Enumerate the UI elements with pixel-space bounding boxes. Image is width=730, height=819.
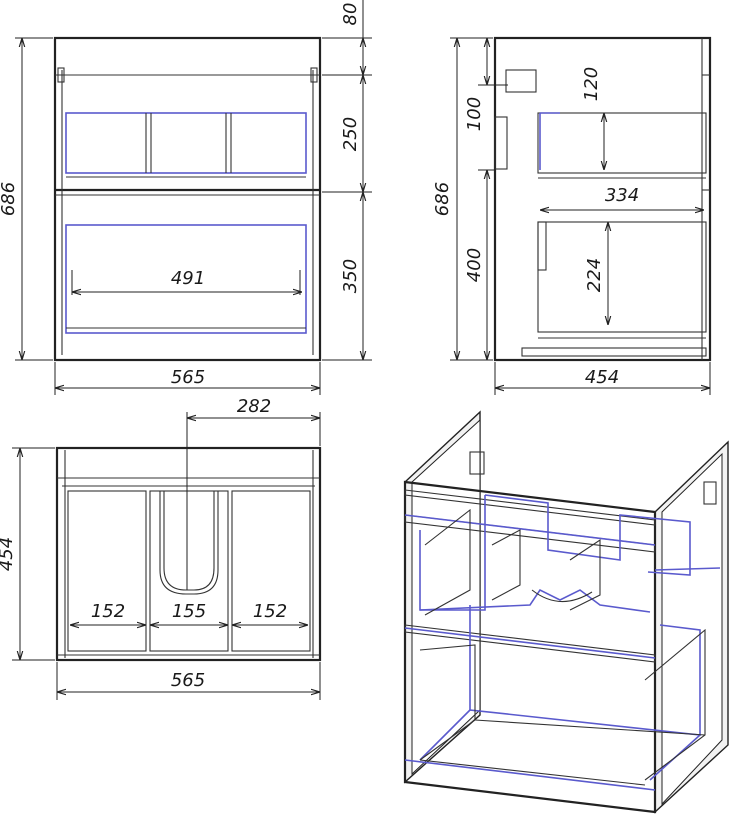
dim-front-top-gap: 80 [340, 3, 361, 26]
top-view: 282 454 152 155 152 565 [0, 396, 322, 700]
front-left-hinge [57, 67, 65, 83]
dim-top-left-bay: 152 [91, 601, 125, 622]
iso-lower-drawer-front [404, 624, 656, 663]
dim-front-width: 565 [171, 367, 205, 388]
dim-side-top-inner: 120 [581, 67, 602, 101]
dim-front-lower-drawer: 350 [340, 259, 361, 293]
dim-front-height: 686 [0, 182, 19, 216]
front-outline [53, 36, 322, 362]
dim-side-depth: 454 [585, 367, 619, 388]
side-rear-cleat [494, 116, 508, 170]
iso-siphon-cutout [531, 589, 593, 603]
dim-side-upper-offset: 100 [464, 97, 485, 131]
front-view: 491 565 686 80 250 350 [0, 0, 372, 395]
isometric-view [403, 410, 729, 814]
side-lower-drawer [537, 221, 707, 333]
dim-top-right-bay: 152 [253, 601, 287, 622]
side-view: 120 334 224 454 686 100 400 [432, 36, 712, 395]
dim-front-inner-width: 491 [171, 268, 205, 289]
top-middle-bay [149, 490, 229, 652]
front-upper-drawer-box [65, 112, 307, 174]
iso-left-bracket [469, 451, 485, 475]
top-left-bay [67, 490, 147, 652]
dim-side-height: 686 [432, 182, 453, 216]
side-outline [493, 36, 712, 362]
top-outline [55, 446, 322, 662]
dim-side-lower-inner: 224 [584, 258, 605, 292]
dim-side-lower-offset: 400 [464, 248, 485, 282]
side-upper-drawer [537, 112, 707, 174]
iso-front-frame [403, 480, 657, 814]
top-right-bay [231, 490, 311, 652]
front-lower-drawer-box [65, 224, 307, 334]
dim-top-depth: 454 [0, 537, 17, 571]
dim-front-upper-drawer: 250 [340, 117, 361, 151]
dim-top-middle-bay: 155 [172, 601, 206, 622]
front-right-hinge [310, 67, 318, 83]
top-siphon-cutout [159, 491, 219, 595]
dim-top-cutout-offset: 282 [237, 396, 271, 417]
side-wall-bracket [505, 69, 537, 93]
iso-right-bracket [703, 481, 717, 505]
dim-side-inner-depth: 334 [605, 185, 639, 206]
dim-top-width: 565 [171, 670, 205, 691]
